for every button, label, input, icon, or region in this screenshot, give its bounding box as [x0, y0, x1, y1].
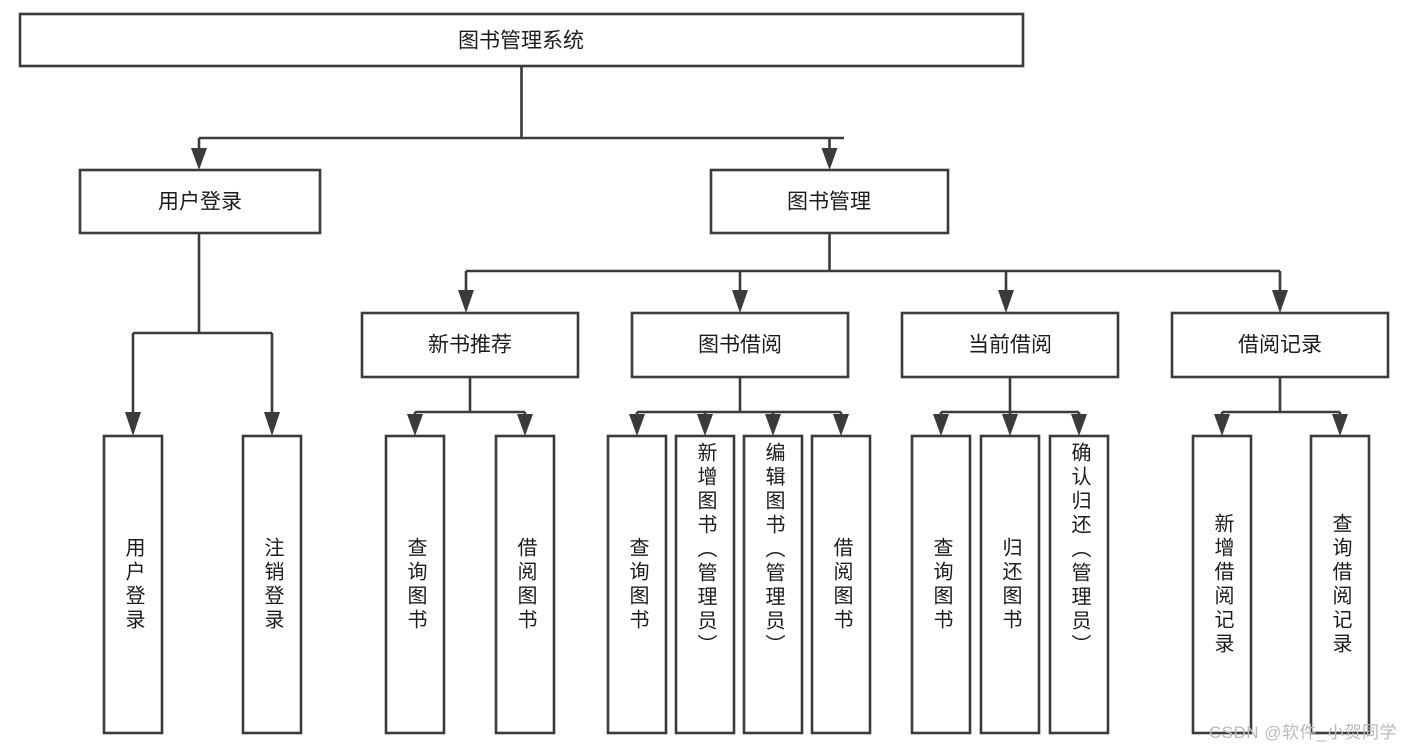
node-label-root: 图书管理系统: [458, 30, 584, 53]
leaf-box-new-book-0[interactable]: [384, 434, 446, 735]
node-label-new-book-recommend: 新书推荐: [428, 334, 512, 357]
arrow-leaf-br-2: [1332, 414, 1348, 436]
node-label-user-login: 用户登录: [158, 191, 242, 214]
node-box-book-manage[interactable]: [709, 168, 950, 235]
arrow-leaf-bb-1: [629, 414, 645, 436]
node-label-book-borrow: 图书借阅: [698, 334, 782, 357]
node-box-new-book-recommend[interactable]: [360, 311, 580, 379]
leaf-box-book-borrow-1[interactable]: [674, 434, 736, 735]
arrow-leaf-cb-1: [933, 414, 949, 436]
leaf-box-book-borrow-3[interactable]: [810, 434, 872, 735]
leaf-box-user-login-1[interactable]: [241, 434, 303, 735]
leaf-box-book-borrow-0[interactable]: [606, 434, 668, 735]
leaf-box-current-borrow-2[interactable]: [1048, 434, 1110, 735]
node-label-current-borrow: 当前借阅: [968, 334, 1052, 357]
leaf-box-borrow-record-1[interactable]: [1309, 434, 1371, 735]
node-box-current-borrow[interactable]: [900, 311, 1120, 379]
leaf-box-current-borrow-1[interactable]: [979, 434, 1041, 735]
node-box-root[interactable]: [18, 12, 1025, 68]
arrow-user-login: [191, 148, 207, 170]
labels-group: 图书管理系统 用户登录 图书管理 新书推荐 图书借阅 当前借阅 借阅记录: [158, 30, 1322, 357]
leaf-box-book-borrow-2[interactable]: [742, 434, 804, 735]
leaf-box-user-login-0[interactable]: [102, 434, 164, 735]
arrow-leaf-bb-2: [697, 414, 713, 436]
arrow-leaf-cb-2: [1002, 414, 1018, 436]
arrow-bookborrow: [732, 290, 748, 313]
leaf-box-new-book-1[interactable]: [494, 434, 556, 735]
arrow-newbook: [458, 290, 474, 313]
arrow-leaf-bb-3: [765, 414, 781, 436]
arrow-leaf-cb-3: [1071, 414, 1087, 436]
arrow-leaf-br-1: [1214, 414, 1230, 436]
leaf-box-borrow-record-0[interactable]: [1191, 434, 1253, 735]
node-box-borrow-record[interactable]: [1170, 311, 1390, 379]
watermark-text: CSDN @软件_小贺同学: [1208, 723, 1397, 742]
node-label-borrow-record: 借阅记录: [1238, 334, 1322, 357]
arrow-leaf-nb-1: [407, 414, 423, 436]
edges-group: [125, 66, 1348, 436]
node-label-book-manage: 图书管理: [787, 191, 871, 214]
node-box-user-login[interactable]: [78, 168, 322, 235]
arrow-book-manage: [821, 148, 838, 170]
leaf-box-current-borrow-0[interactable]: [910, 434, 972, 735]
arrow-leaf-bb-4: [833, 414, 849, 436]
nodes-group: [18, 12, 1390, 735]
arrow-leaf-user-login: [125, 412, 141, 436]
arrow-leaf-nb-2: [517, 414, 533, 436]
arrow-borrowrecord: [1272, 290, 1288, 313]
arrow-currentborrow: [998, 290, 1014, 313]
arrow-leaf-logout: [264, 412, 280, 436]
node-box-book-borrow[interactable]: [630, 311, 850, 379]
